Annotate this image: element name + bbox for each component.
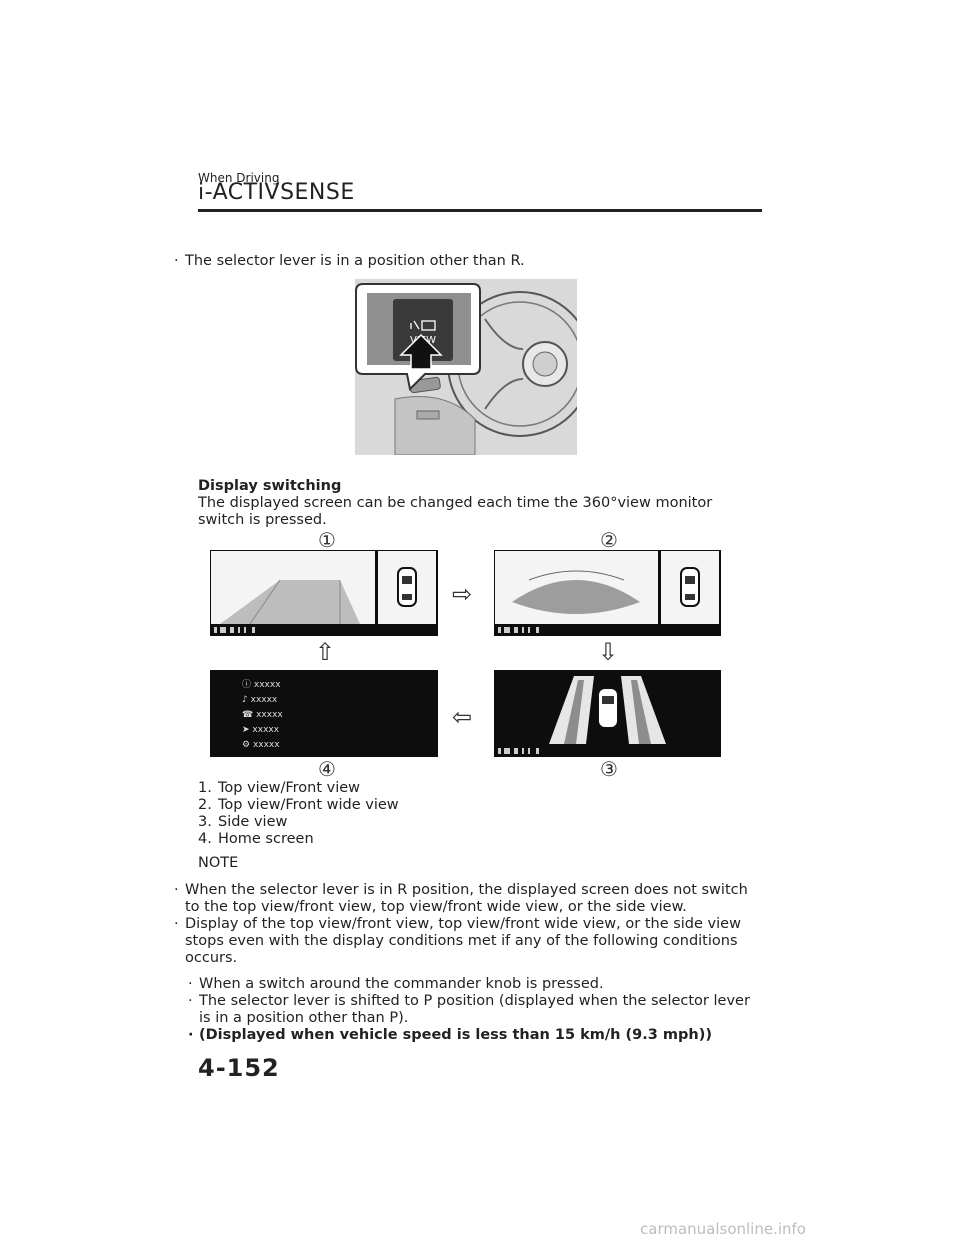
callout-2: ② (600, 528, 618, 552)
screen-top-front-view (210, 550, 438, 636)
note-bullet-1: When the selector lever is in R position… (185, 882, 750, 916)
note-sub-1: When a switch around the commander knob … (199, 976, 759, 993)
list-item: 2.Top view/Front wide view (198, 797, 399, 814)
music-icon: ♪ (242, 695, 248, 705)
home-item-info: ⓘ xxxxx (242, 678, 283, 693)
settings-icon: ⚙ (242, 740, 250, 750)
note-sub-2: The selector lever is shifted to P posit… (199, 993, 759, 1027)
phone-icon: ☎ (242, 710, 253, 720)
page-number: 4-152 (198, 1054, 280, 1082)
display-switching-heading: Display switching (198, 478, 341, 495)
callout-4: ④ (318, 757, 336, 781)
home-item-phone: ☎ xxxxx (242, 708, 283, 723)
screen-top-front-wide-view (494, 550, 721, 636)
home-item-settings: ⚙ xxxxx (242, 738, 283, 753)
note-bullet-2: Display of the top view/front view, top … (185, 916, 750, 967)
header-rule (198, 209, 762, 212)
arrow-right-icon: ⇨ (452, 580, 472, 608)
screen-home: ⓘ xxxxx ♪ xxxxx ☎ xxxxx ➤ xxxxx ⚙ xxxxx (210, 670, 438, 757)
screen-side-view (494, 670, 721, 757)
home-item-music: ♪ xxxxx (242, 693, 283, 708)
intro-bullet: The selector lever is in a position othe… (185, 253, 755, 270)
navigation-icon: ➤ (242, 725, 250, 735)
arrow-down-icon: ⇩ (598, 638, 618, 666)
section-title: i-ACTIVSENSE (198, 180, 355, 205)
arrow-up-icon: ⇧ (315, 638, 335, 666)
arrow-left-icon: ⇦ (452, 703, 472, 731)
dashboard-drawing: VIEW (355, 279, 577, 455)
list-item: 1.Top view/Front view (198, 780, 399, 797)
note-heading: NOTE (198, 855, 238, 872)
views-list: 1.Top view/Front view 2.Top view/Front w… (198, 780, 399, 848)
note-sub-3: (Displayed when vehicle speed is less th… (199, 1027, 759, 1044)
display-switching-body: The displayed screen can be changed each… (198, 495, 758, 529)
callout-3: ③ (600, 757, 618, 781)
watermark: carmanualsonline.info (640, 1220, 806, 1238)
list-item: 4.Home screen (198, 831, 399, 848)
home-menu: ⓘ xxxxx ♪ xxxxx ☎ xxxxx ➤ xxxxx ⚙ xxxxx (242, 678, 283, 753)
home-item-navigation: ➤ xxxxx (242, 723, 283, 738)
info-icon: ⓘ (242, 680, 251, 690)
list-item: 3.Side view (198, 814, 399, 831)
callout-1: ① (318, 528, 336, 552)
view-switch-illustration: VIEW (355, 279, 577, 455)
